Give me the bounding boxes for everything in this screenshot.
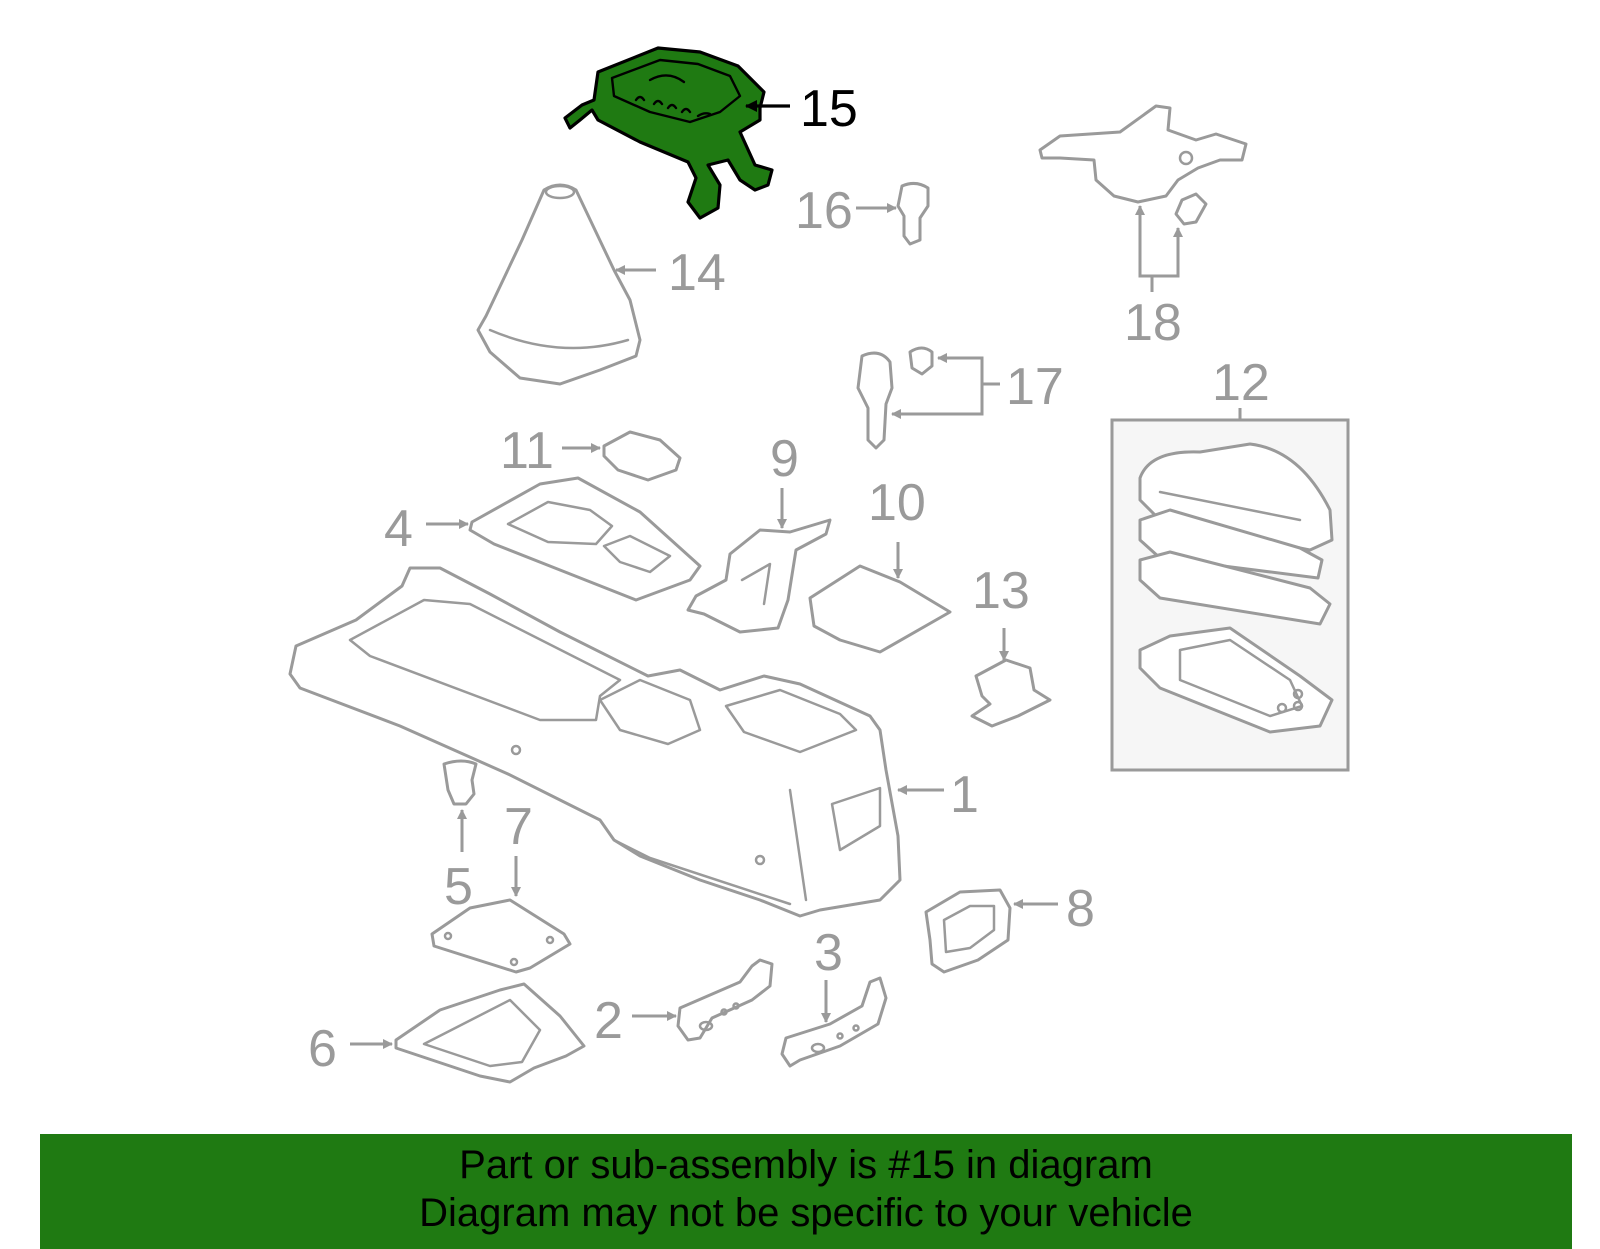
callout-label-8: 8 [1066, 880, 1095, 938]
callout-arrow-17b [891, 384, 984, 419]
callout-label-4: 4 [384, 500, 413, 558]
part-7-cover-plate[interactable] [430, 898, 572, 974]
callout-arrow-18a [1135, 205, 1154, 292]
callout-label-11: 11 [500, 422, 554, 480]
callout-label-9: 9 [770, 430, 799, 488]
part-9-side-bracket[interactable] [686, 518, 832, 634]
info-banner: Part or sub-assembly is #15 in diagram D… [40, 1134, 1572, 1249]
callout-label-17: 17 [1006, 358, 1064, 416]
callout-arrow-18b [1152, 227, 1183, 278]
part-18-parking-brake-lever[interactable] [1038, 104, 1248, 226]
callout-label-5: 5 [444, 858, 473, 916]
callout-label-14: 14 [668, 244, 726, 302]
callout-label-13: 13 [972, 562, 1030, 620]
callout-label-7: 7 [504, 798, 533, 856]
banner-part-note: Part or sub-assembly is #15 in diagram [459, 1143, 1153, 1187]
part-5-grommet[interactable] [442, 759, 478, 806]
banner-disclaimer: Diagram may not be specific to your vehi… [419, 1191, 1193, 1235]
part-2-mounting-bracket[interactable] [676, 958, 774, 1042]
part-17-knob-assembly[interactable] [856, 346, 934, 450]
part-12-armrest-lid[interactable] [1138, 442, 1334, 734]
part-3-support-bracket[interactable] [780, 976, 888, 1068]
part-11-tray-insert[interactable] [602, 430, 682, 482]
part-8-console-pocket[interactable] [924, 888, 1012, 974]
part-16-shift-knob[interactable] [896, 181, 930, 246]
callout-label-16: 16 [795, 182, 853, 240]
part-6-floor-tray[interactable] [394, 982, 586, 1084]
callout-label-3: 3 [814, 924, 843, 982]
callout-label-2: 2 [594, 992, 623, 1050]
part-10-console-pad[interactable] [808, 564, 952, 654]
part-13-retaining-clip[interactable] [970, 658, 1052, 728]
callout-arrow-17a [937, 353, 984, 384]
part-1-console-body[interactable] [288, 566, 902, 918]
callout-label-10: 10 [868, 474, 926, 532]
part-15-indicator-bezel[interactable] [563, 46, 774, 220]
part-4-console-panel[interactable] [468, 476, 702, 602]
part-14-shift-boot[interactable] [476, 183, 642, 386]
callout-label-6: 6 [308, 1020, 337, 1078]
callout-label-12: 12 [1212, 354, 1270, 412]
callout-label-1: 1 [950, 766, 979, 824]
callout-label-18: 18 [1124, 294, 1182, 352]
callout-label-15: 15 [800, 80, 858, 138]
